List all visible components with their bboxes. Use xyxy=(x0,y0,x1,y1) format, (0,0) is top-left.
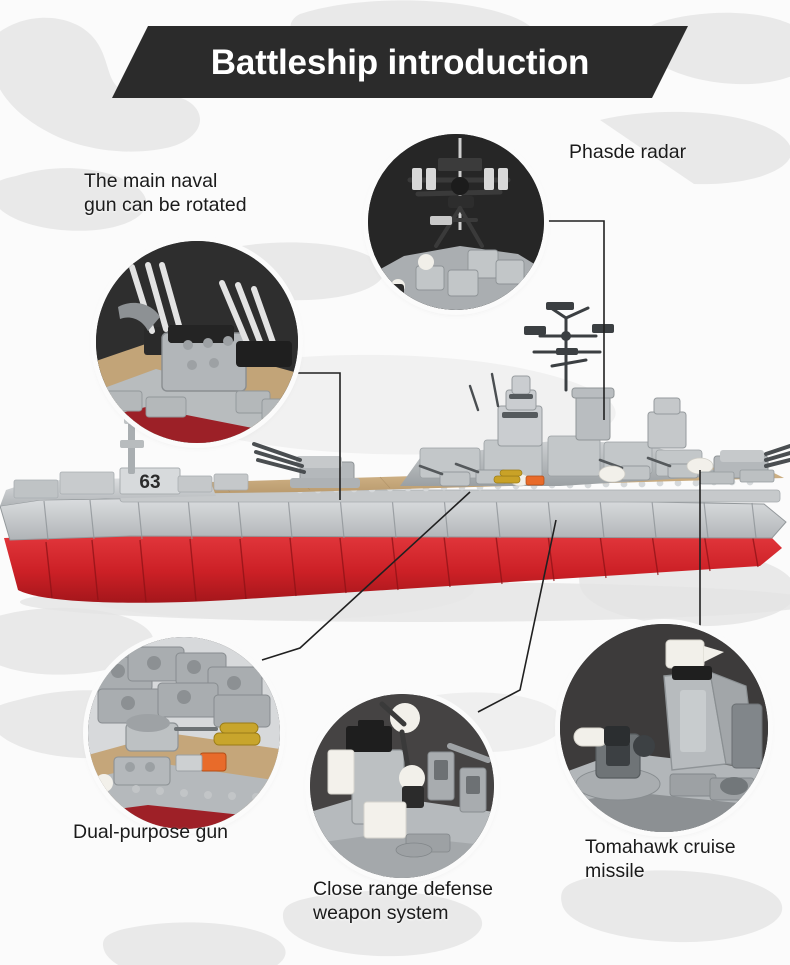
page-title: Battleship introduction xyxy=(210,42,590,82)
label-main-gun: The main naval gun can be rotated xyxy=(84,170,247,216)
label-close-range-defense-weapon-system: Close range defense weapon system xyxy=(313,878,493,924)
callout-tomahawk-cruise-missile[interactable] xyxy=(560,624,768,832)
page-title-banner: Battleship introduction xyxy=(112,26,688,98)
callout-close-range-defense-weapon-system[interactable] xyxy=(310,694,494,878)
label-tomahawk-cruise-missile: Tomahawk cruise missile xyxy=(585,836,736,882)
callout-phased-radar[interactable] xyxy=(368,134,544,310)
label-dual-purpose-gun: Dual-purpose gun xyxy=(73,821,229,843)
label-phased-radar: Phasde radar xyxy=(569,141,687,163)
hull-number: 63 xyxy=(139,472,160,493)
callout-dual-purpose-gun[interactable] xyxy=(88,637,280,829)
callout-main-gun[interactable] xyxy=(96,241,298,443)
